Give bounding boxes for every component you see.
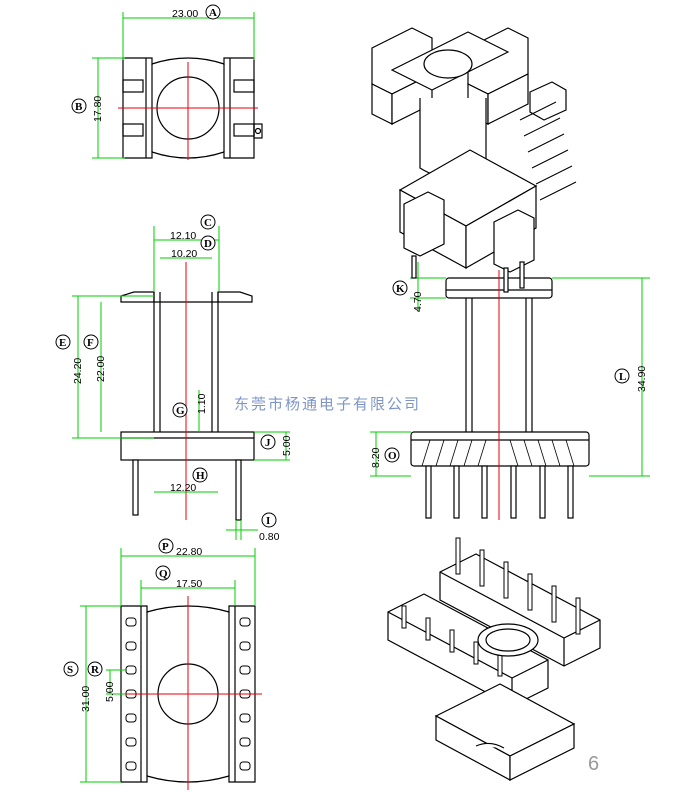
label-circle-f — [83, 334, 99, 350]
label-circle-p — [158, 538, 174, 554]
page-number: 6 — [588, 753, 599, 775]
isometric-view-top — [371, 27, 577, 293]
label-r: R — [91, 664, 100, 676]
label-l: L — [619, 371, 626, 383]
bottom-view: 22.80 P 17.50 Q 31.00 S 5.00 R — [63, 538, 262, 790]
side-base — [410, 431, 590, 467]
top-pin-tab — [253, 123, 263, 139]
label-h: H — [196, 470, 205, 482]
dim-value-p: 22.80 — [176, 546, 202, 558]
dim-value-f: 22.00 — [95, 356, 107, 382]
label-j: J — [265, 437, 271, 449]
dim-value-j: 5.00 — [281, 435, 293, 456]
label-circle-j — [260, 434, 276, 450]
label-i: I — [266, 515, 270, 527]
label-o: O — [388, 450, 397, 462]
label-circle-o — [384, 447, 400, 463]
top-left-slot — [122, 123, 144, 137]
top-right-slot — [233, 79, 255, 93]
front-pin — [235, 459, 242, 521]
label-p: P — [162, 541, 169, 553]
dim-value-c: 12.10 — [170, 230, 196, 242]
company-watermark: 东莞市杨通电子有限公司 — [234, 395, 421, 413]
top-right-slot — [233, 123, 255, 137]
label-circle-i — [261, 512, 277, 528]
label-circle-a — [205, 4, 221, 20]
label-circle-b — [71, 98, 87, 114]
label-circle-q — [155, 565, 171, 581]
top-pin-hole — [254, 127, 262, 135]
label-circle-k — [392, 280, 408, 296]
label-circle-r — [87, 661, 103, 677]
dim-value-r: 5.00 — [104, 681, 116, 702]
dim-value-s: 31.00 — [80, 686, 92, 712]
side-view: 4.70 K 34.90 L 8.20 O — [370, 262, 650, 520]
dim-value-l: 34.90 — [636, 366, 648, 392]
label-circle-c — [200, 214, 216, 230]
dim-value-h: 12.20 — [170, 482, 196, 494]
label-s: S — [67, 664, 73, 676]
label-q: Q — [159, 568, 168, 580]
label-circle-d — [200, 235, 216, 251]
dim-value-i: 0.80 — [259, 531, 280, 543]
top-view: 23.00 A 17.80 B — [71, 4, 263, 160]
bottom-view-outline — [120, 605, 256, 783]
dim-value-b: 17.80 — [92, 96, 104, 122]
label-circle-h — [192, 467, 208, 483]
front-pin — [132, 459, 139, 516]
label-circle-l — [614, 368, 630, 384]
top-view-outline — [122, 57, 255, 159]
dim-value-q: 17.50 — [176, 578, 202, 590]
label-circle-g — [172, 402, 188, 418]
dim-value-g: 1.10 — [196, 393, 208, 414]
label-d: D — [204, 238, 212, 250]
label-f: F — [87, 337, 94, 349]
dim-value-d: 10.20 — [171, 248, 197, 260]
dim-value-e: 24.20 — [72, 358, 84, 384]
label-b: B — [75, 101, 83, 113]
label-k: K — [396, 283, 405, 295]
label-a: A — [209, 7, 217, 19]
label-e: E — [59, 337, 66, 349]
front-base — [120, 431, 255, 461]
side-base-hatching — [421, 439, 575, 467]
dim-value-o: 8.20 — [370, 447, 382, 468]
side-pins — [425, 465, 574, 519]
top-left-slot — [122, 79, 144, 93]
isometric-view-bottom — [387, 537, 601, 782]
label-c: C — [204, 217, 212, 229]
dim-value-a: 23.00 — [172, 8, 198, 20]
label-circle-e — [55, 334, 71, 350]
front-view: 12.10 C 10.20 D 24.20 E 22.00 F 1.10 G 1… — [55, 214, 293, 543]
label-circle-s — [63, 661, 79, 677]
label-g: G — [176, 405, 185, 417]
dim-value-k: 4.70 — [412, 291, 424, 312]
